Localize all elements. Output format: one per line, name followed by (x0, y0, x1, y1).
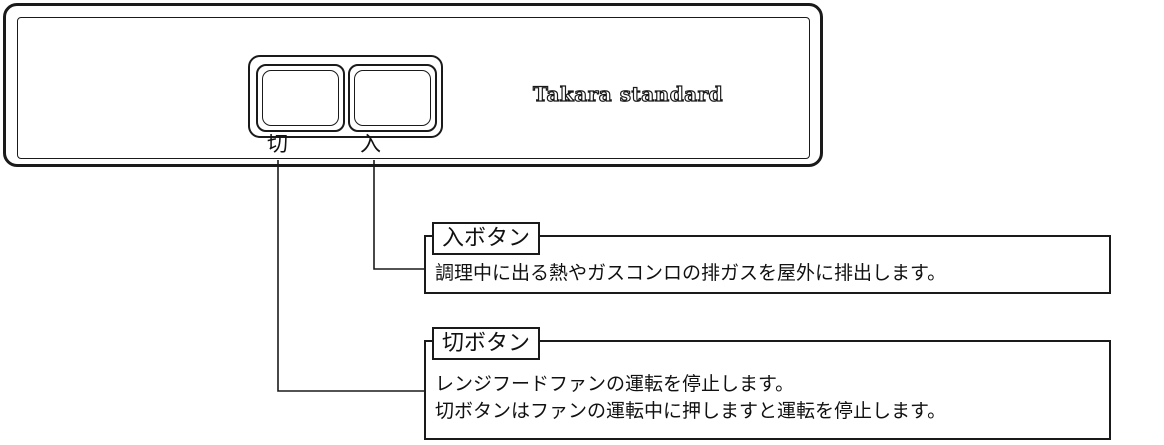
panel-face: Takara standard (17, 17, 810, 159)
off-button-callout-title: 切ボタン (432, 327, 541, 360)
off-button-description-line-2: 切ボタンはファンの運転中に押しますと運転を停止します。 (435, 400, 947, 422)
off-button[interactable] (256, 64, 345, 132)
off-leader-line (277, 160, 424, 392)
range-hood-control-panel: Takara standard (3, 3, 823, 167)
on-button-description: 調理中に出る熱やガスコンロの排ガスを屋外に排出します。 (435, 262, 947, 284)
on-leader-line (373, 160, 424, 270)
off-button-label: 切 (267, 132, 288, 156)
off-button-description: レンジフードファンの運転を停止します。 切ボタンはファンの運転中に押しますと運転… (435, 371, 946, 425)
off-button-callout: 切ボタン レンジフードファンの運転を停止します。 切ボタンはファンの運転中に押し… (424, 327, 1111, 440)
button-housing (248, 55, 443, 138)
on-button-label: 入 (360, 132, 381, 156)
off-button-description-line-1: レンジフードファンの運転を停止します。 (435, 373, 795, 395)
on-button-callout-title: 入ボタン (432, 222, 541, 255)
on-button-callout: 入ボタン 調理中に出る熱やガスコンロの排ガスを屋外に排出します。 (424, 222, 1111, 294)
on-button[interactable] (348, 64, 437, 132)
brand-logo: Takara standard (532, 81, 724, 106)
